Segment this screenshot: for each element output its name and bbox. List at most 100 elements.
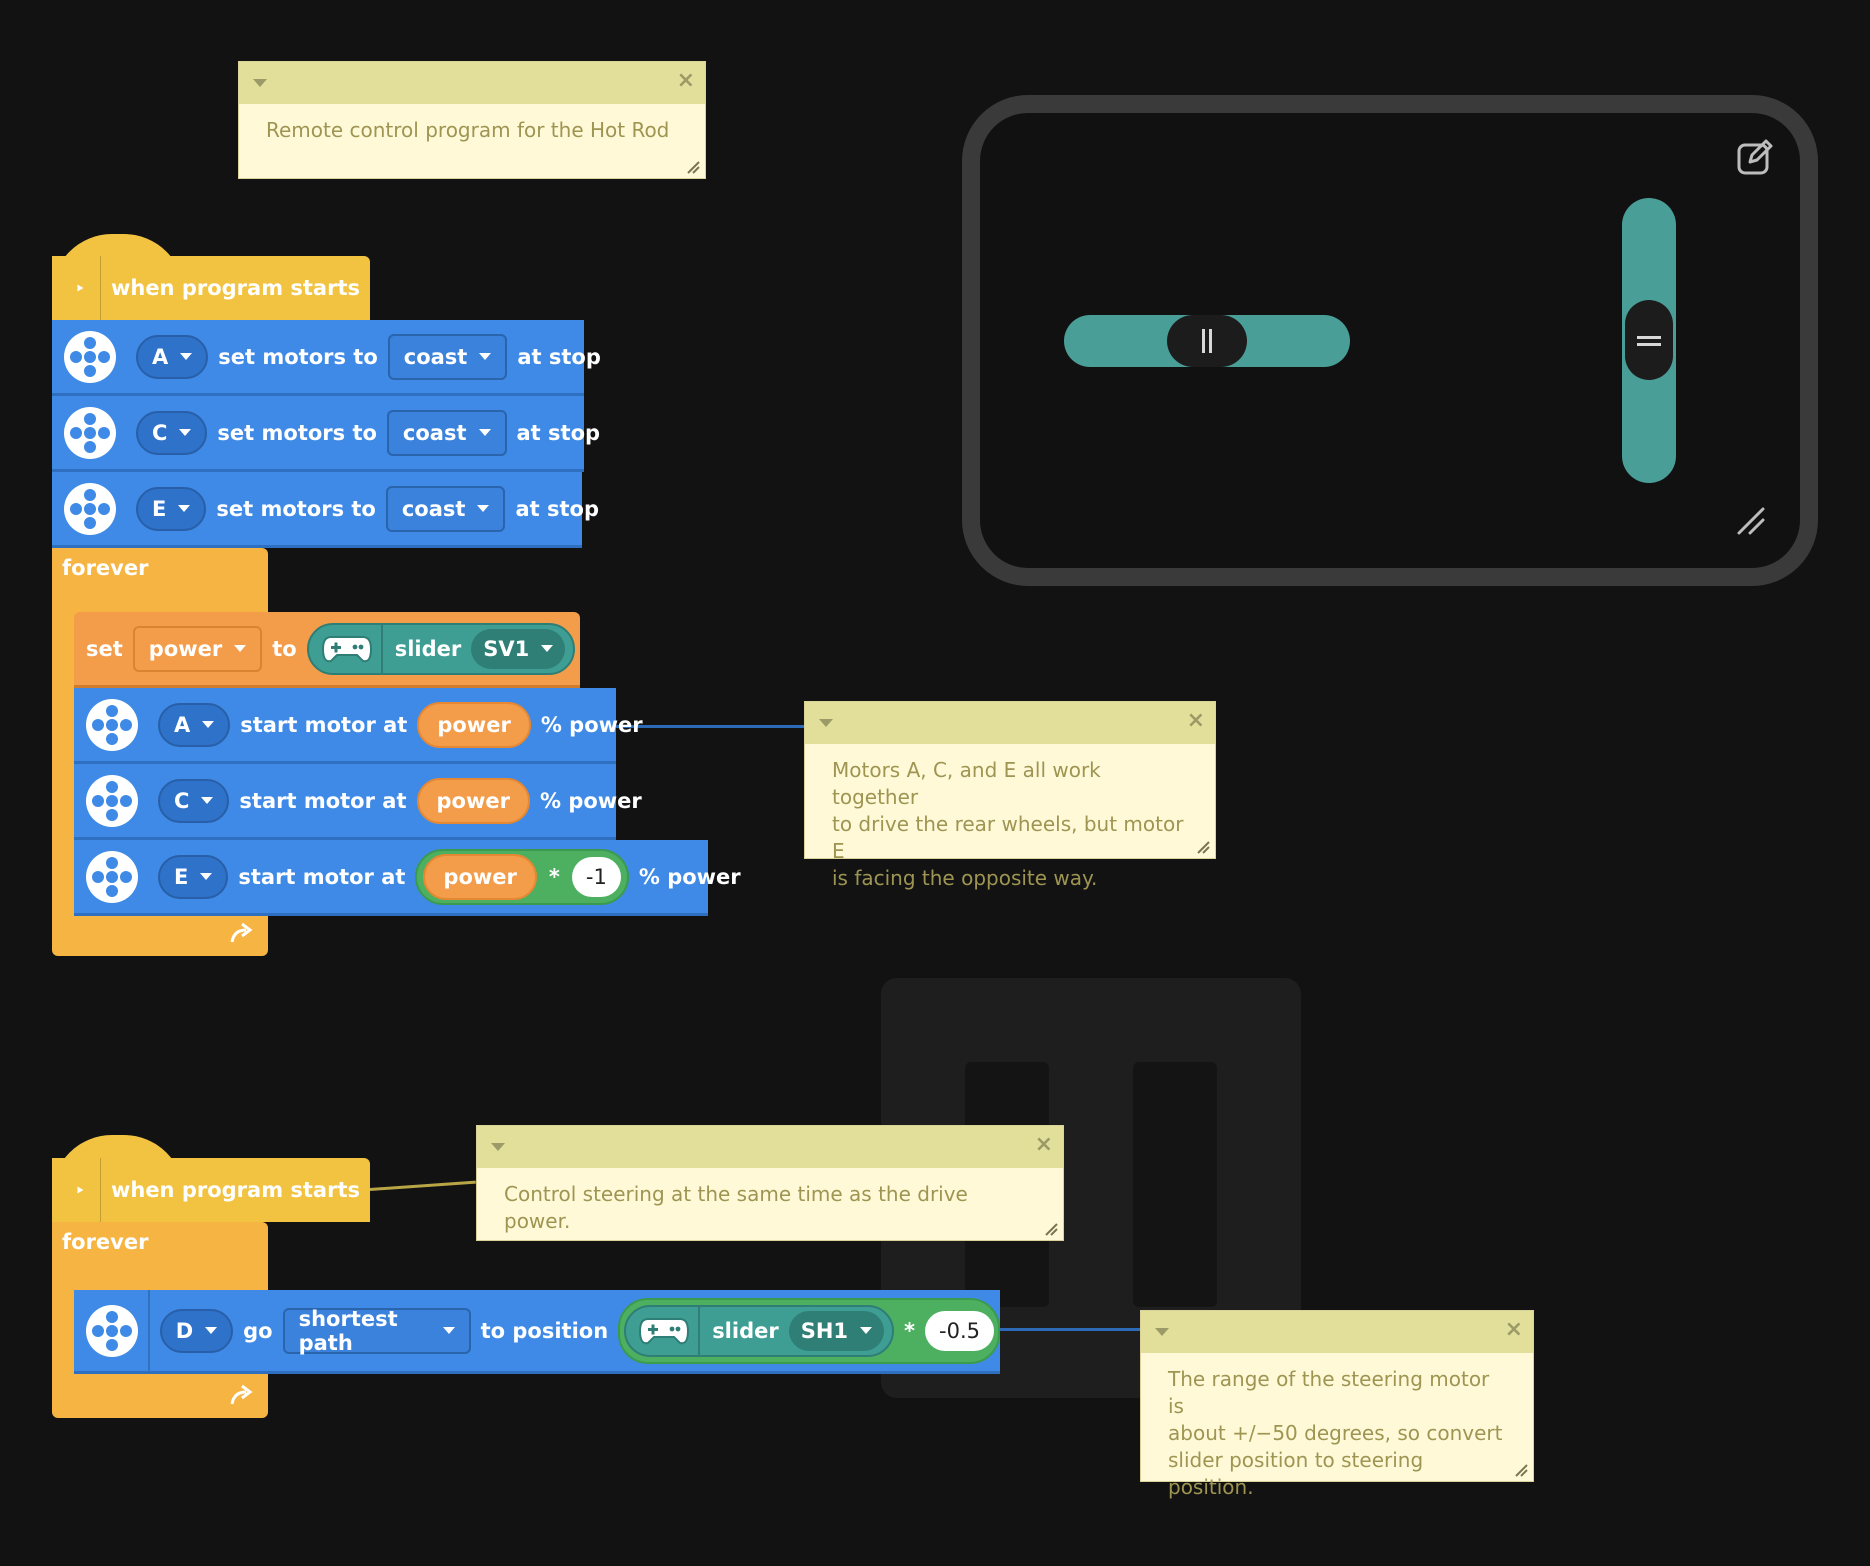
multiply-operator[interactable]: slider SH1 * -0.5	[618, 1297, 1000, 1364]
play-icon	[77, 1186, 84, 1194]
comment-header[interactable]: ×	[805, 702, 1215, 744]
go-to-position-block[interactable]: D go shortest path to position slider SH…	[74, 1290, 1000, 1374]
collapse-icon[interactable]	[253, 79, 267, 87]
comment-title[interactable]: × Remote control program for the Hot Rod	[238, 61, 706, 179]
block-text: at stop	[516, 420, 601, 445]
power-variable[interactable]: power	[416, 777, 530, 824]
comment-header[interactable]: ×	[239, 62, 705, 104]
port-dropdown[interactable]: D	[159, 1308, 234, 1353]
collapse-icon[interactable]	[491, 1143, 505, 1151]
comment-text[interactable]: Remote control program for the Hot Rod	[266, 118, 670, 142]
close-icon[interactable]: ×	[1504, 1317, 1523, 1342]
slider-id-dropdown[interactable]: SV1	[471, 628, 566, 669]
slider-reporter[interactable]: slider SV1	[306, 622, 576, 675]
comment-text[interactable]: Motors A, C, and E all work together to …	[832, 758, 1184, 890]
chevron-down-icon	[442, 1327, 455, 1334]
motor-icon	[86, 698, 138, 751]
chevron-down-icon	[200, 873, 213, 880]
close-icon[interactable]: ×	[676, 68, 695, 93]
separator	[100, 256, 101, 320]
slider-reporter[interactable]: slider SH1	[624, 1304, 895, 1357]
block-text: set motors to	[217, 420, 377, 445]
comment-header[interactable]: ×	[1141, 1311, 1533, 1353]
separator	[100, 1158, 101, 1222]
start-motor-block-c[interactable]: C start motor at power % power	[74, 764, 642, 840]
set-motors-block-a[interactable]: A set motors to coast at stop	[52, 320, 601, 396]
port-dropdown[interactable]: E	[158, 854, 229, 899]
chevron-down-icon	[202, 721, 215, 728]
collapse-icon[interactable]	[819, 719, 833, 727]
block-text: at stop	[517, 344, 601, 369]
edit-icon[interactable]	[1736, 138, 1774, 176]
number-input[interactable]: -1	[571, 856, 621, 897]
start-motor-block-a[interactable]: A start motor at power % power	[74, 688, 643, 764]
block-text: set	[86, 636, 123, 661]
multiply-operator[interactable]: power * -1	[415, 848, 629, 905]
port-dropdown[interactable]: A	[158, 702, 231, 747]
slider-id-dropdown[interactable]: SH1	[788, 1310, 885, 1351]
port-dropdown[interactable]: C	[136, 410, 208, 455]
gamepad-icon	[321, 635, 372, 662]
motor-icon	[64, 330, 116, 383]
close-icon[interactable]: ×	[1186, 708, 1205, 733]
chevron-down-icon	[479, 353, 492, 360]
start-motor-block-e[interactable]: E start motor at power * -1 % power	[74, 840, 741, 916]
stop-mode-dropdown[interactable]: coast	[387, 333, 508, 380]
resize-icon[interactable]	[1736, 506, 1766, 536]
vertical-slider-thumb[interactable]	[1625, 300, 1673, 380]
set-motors-block-c[interactable]: C set motors to coast at stop	[52, 396, 600, 472]
direction-dropdown[interactable]: shortest path	[282, 1307, 471, 1355]
resize-icon[interactable]	[1513, 1462, 1529, 1478]
chevron-down-icon	[860, 1327, 873, 1334]
comment-wire	[1000, 1328, 1140, 1331]
chevron-down-icon	[178, 505, 191, 512]
comment-text[interactable]: Control steering at the same time as the…	[504, 1182, 968, 1233]
set-variable-block[interactable]: set power to slider SV1	[74, 612, 580, 688]
grip-line	[1202, 329, 1205, 353]
hat-label: when program starts	[110, 276, 360, 300]
play-icon	[77, 284, 84, 292]
stop-mode-dropdown[interactable]: coast	[386, 409, 507, 456]
chevron-down-icon	[180, 353, 193, 360]
horizontal-slider-thumb[interactable]	[1167, 315, 1247, 367]
motor-icon	[64, 406, 116, 459]
resize-icon[interactable]	[1043, 1221, 1059, 1237]
block-text: set motors to	[216, 496, 376, 521]
comment-motors[interactable]: × Motors A, C, and E all work together t…	[804, 701, 1216, 890]
when-program-starts-block[interactable]: when program starts	[52, 1158, 370, 1222]
power-variable[interactable]: power	[423, 853, 537, 900]
chevron-down-icon	[477, 505, 490, 512]
chevron-down-icon	[234, 645, 247, 652]
comment-steering[interactable]: × Control steering at the same time as t…	[476, 1125, 1064, 1241]
port-dropdown[interactable]: C	[158, 778, 230, 823]
comment-range[interactable]: × The range of the steering motor is abo…	[1140, 1310, 1534, 1499]
resize-icon[interactable]	[1195, 839, 1211, 855]
number-input[interactable]: -0.5	[925, 1310, 994, 1351]
separator	[148, 1290, 150, 1371]
block-text: start motor at	[240, 712, 408, 737]
comment-wire	[614, 725, 804, 728]
stop-mode-dropdown[interactable]: coast	[385, 485, 506, 532]
block-text: go	[243, 1318, 273, 1343]
motor-icon	[86, 1304, 138, 1357]
logo-leg-right	[1133, 1062, 1217, 1307]
close-icon[interactable]: ×	[1034, 1132, 1053, 1157]
resize-icon[interactable]	[685, 159, 701, 175]
variable-dropdown[interactable]: power	[132, 625, 263, 672]
collapse-icon[interactable]	[1155, 1328, 1169, 1336]
port-dropdown[interactable]: A	[136, 334, 209, 379]
when-program-starts-block[interactable]: when program starts	[52, 256, 370, 320]
chevron-down-icon	[201, 797, 214, 804]
port-dropdown[interactable]: E	[136, 486, 207, 531]
power-variable[interactable]: power	[417, 701, 531, 748]
comment-text[interactable]: The range of the steering motor is about…	[1168, 1367, 1503, 1499]
grip-line	[1209, 329, 1212, 353]
loop-arrow-icon	[230, 922, 253, 943]
block-text: start motor at	[238, 864, 406, 889]
block-text: at stop	[515, 496, 599, 521]
grip-line	[1637, 343, 1661, 346]
separator	[698, 1306, 701, 1355]
comment-header[interactable]: ×	[477, 1126, 1063, 1168]
set-motors-block-e[interactable]: E set motors to coast at stop	[52, 472, 599, 548]
chevron-down-icon	[478, 429, 491, 436]
